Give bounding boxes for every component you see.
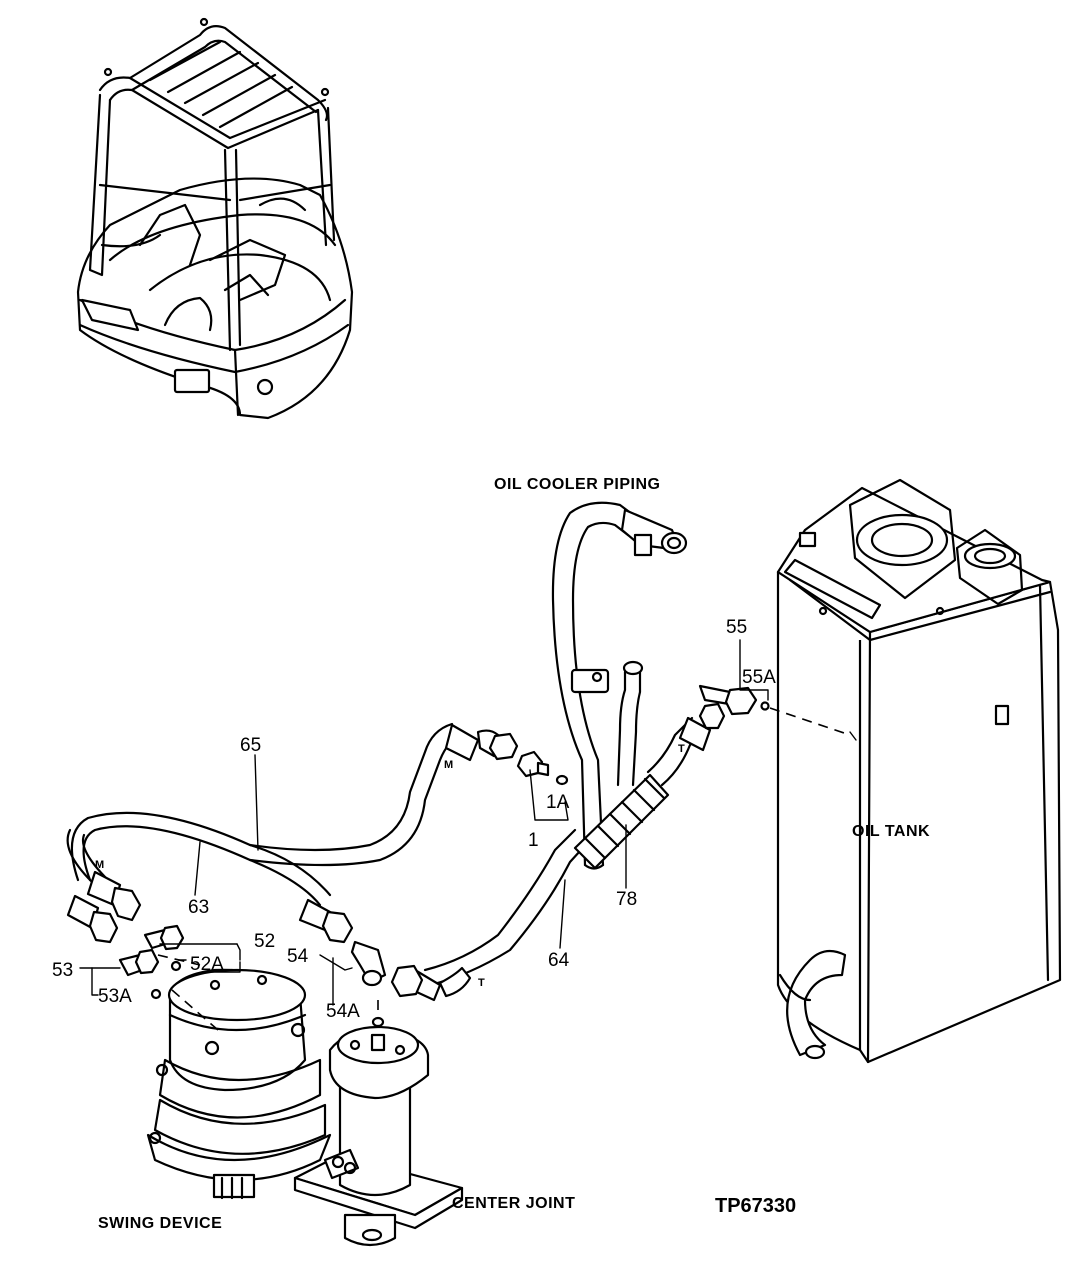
- excavator-illustration: [76, 17, 354, 420]
- callout-52a: 52A: [190, 954, 224, 975]
- center-joint: [293, 1000, 464, 1247]
- caption-center-joint: CENTER JOINT: [452, 1195, 575, 1212]
- callout-53: 53: [52, 960, 73, 981]
- callout-64: 64: [548, 950, 570, 971]
- callout-55: 55: [726, 617, 747, 638]
- captions: OIL COOLER PIPING OIL TANK SWING DEVICE …: [98, 476, 930, 1232]
- callout-78: 78: [616, 889, 637, 910]
- caption-swing-device: SWING DEVICE: [98, 1215, 222, 1232]
- callout-55a: 55A: [742, 667, 776, 688]
- hose-mark-m-lower: M: [95, 859, 104, 871]
- leader-lines: [79, 639, 769, 1006]
- fitting-55: [698, 684, 857, 741]
- hose-mark-t-upper: T: [678, 743, 685, 755]
- callout-65: 65: [240, 735, 261, 756]
- swing-device: [118, 924, 332, 1200]
- callout-1a: 1A: [546, 792, 570, 813]
- hose-mark-m-upper: M: [444, 759, 453, 771]
- drawing-number: TP67330: [715, 1195, 796, 1217]
- hose-65: [70, 722, 569, 907]
- caption-oil-cooler-piping: OIL COOLER PIPING: [494, 476, 660, 493]
- hose-marks: M M T T: [95, 743, 685, 989]
- callout-1: 1: [528, 830, 539, 851]
- hose-64: [390, 828, 592, 1002]
- hose-78-sleeve: [573, 702, 726, 870]
- callout-54a: 54A: [326, 1001, 360, 1022]
- callout-52: 52: [254, 931, 275, 952]
- hose-mark-t-lower: T: [478, 977, 485, 989]
- callout-63: 63: [188, 897, 209, 918]
- callout-numbers: 65 63 64 78 1 1A 52 52A 53 53A 54 54A 55…: [52, 617, 776, 1022]
- callout-54: 54: [287, 946, 309, 967]
- oil-cooler-piping: [551, 501, 688, 870]
- hose-63: [66, 828, 387, 987]
- callout-53a: 53A: [98, 986, 132, 1007]
- caption-oil-tank: OIL TANK: [852, 823, 930, 840]
- oil-tank: [776, 478, 1062, 1064]
